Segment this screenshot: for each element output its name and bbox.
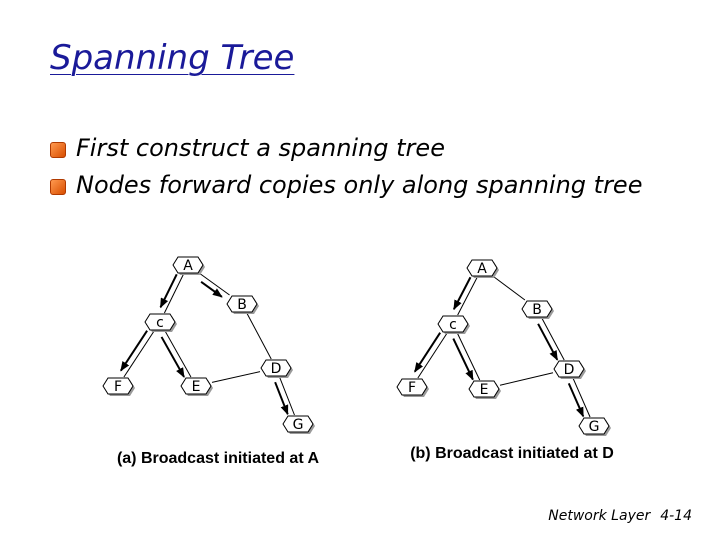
router-D-label: D	[564, 362, 575, 378]
forward-arrow-c-E	[160, 336, 185, 378]
forward-arrow-c-F	[413, 332, 441, 373]
router-F-label: F	[114, 379, 122, 395]
forward-arrow-D-G	[274, 381, 289, 416]
router-B-label: B	[237, 297, 247, 313]
link-D-G	[572, 377, 591, 418]
link-c-F	[417, 332, 448, 379]
link-A-B	[493, 276, 526, 301]
link-A-B	[200, 273, 230, 296]
router-E-label: E	[480, 382, 489, 398]
router-c-label: c	[156, 315, 164, 331]
slide-footer: Network Layer 4-14	[548, 508, 692, 524]
bullet-item: First construct a spanning tree	[50, 130, 670, 167]
forward-arrow-c-E	[452, 338, 474, 381]
bullet-item: Nodes forward copies only along spanning…	[50, 167, 670, 204]
router-B-label: B	[532, 302, 542, 318]
router-G-label: G	[589, 419, 600, 435]
forward-arrow-A-B	[200, 281, 223, 298]
router-G-node	[578, 417, 610, 435]
link-B-D	[246, 312, 272, 360]
link-B-D	[541, 317, 565, 361]
router-B-node	[521, 300, 553, 318]
router-E-label: E	[192, 379, 201, 395]
router-B-node	[226, 295, 258, 313]
bullet-list: First construct a spanning tree Nodes fo…	[50, 130, 670, 204]
caption-a: (a) Broadcast initiated at A	[117, 450, 320, 467]
router-A-node	[172, 256, 204, 274]
bullet-square-icon	[50, 142, 66, 158]
link-E-D	[499, 372, 554, 386]
graph-broadcast-at-a: A BcD E F G	[102, 256, 315, 434]
router-F-node	[102, 377, 134, 395]
link-c-E	[456, 332, 481, 381]
forward-arrow-A-c	[159, 273, 178, 309]
forward-arrow-B-D	[537, 323, 559, 361]
graph-broadcast-at-d: A BcD E F G	[396, 259, 611, 436]
page-number: 4-14	[660, 508, 692, 524]
link-c-E	[164, 330, 192, 378]
router-F-node	[396, 378, 428, 396]
bullet-text: First construct a spanning tree	[76, 134, 445, 162]
forward-arrow-D-G	[567, 383, 585, 418]
forward-arrow-A-c	[452, 276, 472, 311]
link-D-G	[279, 376, 295, 416]
router-D-node	[553, 360, 585, 378]
router-D-label: D	[271, 361, 282, 377]
bullet-square-icon	[50, 179, 66, 195]
link-c-F	[123, 330, 155, 378]
router-c-node	[144, 313, 176, 331]
router-E-node	[468, 380, 500, 398]
caption-b: (b) Broadcast initiated at D	[410, 445, 614, 462]
router-E-node	[180, 377, 212, 395]
router-D-node	[260, 359, 292, 377]
slide-title: Spanning Tree	[50, 38, 295, 78]
router-c-node	[437, 315, 469, 333]
router-A-label: A	[183, 258, 193, 274]
router-c-label: c	[449, 317, 457, 333]
forward-arrow-c-F	[120, 330, 148, 372]
footer-section: Network Layer	[548, 508, 651, 524]
router-G-label: G	[293, 417, 304, 433]
bullet-text: Nodes forward copies only along spanning…	[76, 171, 643, 199]
router-A-label: A	[477, 261, 487, 277]
link-E-D	[211, 371, 261, 383]
router-F-label: F	[408, 380, 416, 396]
router-A-node	[466, 259, 498, 277]
router-G-node	[282, 415, 314, 433]
